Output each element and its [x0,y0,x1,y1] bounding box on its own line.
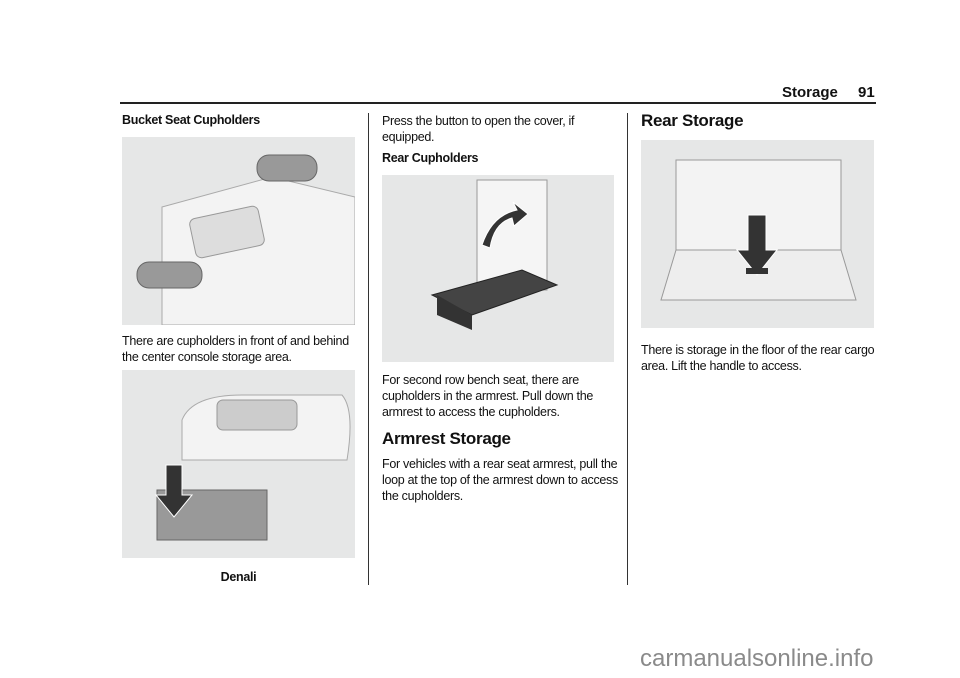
page-number: 91 [858,84,875,101]
denali-caption: Denali [220,570,257,584]
front-cupholders-illustration [122,137,355,325]
bucket-seat-cupholders-subheading: Bucket Seat Cupholders [122,113,260,127]
armrest-storage-heading: Armrest Storage [382,429,511,448]
section-title: Storage [782,84,838,101]
rear-storage-paragraph: There is storage in the floor of the rea… [641,343,875,373]
column-divider [368,113,369,585]
press-button-paragraph: Press the button to open the cover, if e… [382,114,575,144]
armrest-storage-paragraph: For vehicles with a rear seat armrest, p… [382,457,618,503]
rear-cupholders-illustration [382,175,614,362]
rear-cupholders-paragraph: For second row bench seat, there are cup… [382,373,594,419]
console-storage-illustration [122,370,355,558]
rear-cupholders-subheading: Rear Cupholders [382,151,479,165]
header-rule [120,102,876,104]
watermark: carmanualsonline.info [640,645,874,672]
cargo-area-illustration [641,140,874,328]
rear-storage-heading: Rear Storage [641,111,744,130]
cupholders-paragraph: There are cupholders in front of and beh… [122,334,349,364]
column-divider [627,113,628,585]
